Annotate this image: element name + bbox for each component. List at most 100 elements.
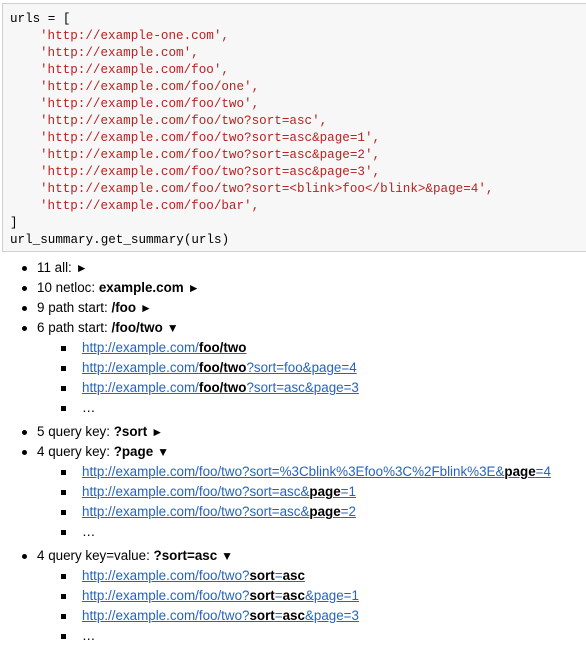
url-highlight: foo/two xyxy=(198,380,247,395)
code-cell[interactable]: urls = [ 'http://example-one.com', 'http:/… xyxy=(2,3,586,252)
string-literal: 'http://example-one.com', xyxy=(40,29,229,43)
group-key: ?sort xyxy=(113,424,148,439)
group-key: example.com xyxy=(98,280,184,295)
group-count: 4 xyxy=(37,444,45,459)
url-item: http://example.com/foo/two?sort=asc&page… xyxy=(60,502,586,522)
url-separator: = xyxy=(274,588,283,603)
url-suffix: &page=1 xyxy=(304,588,359,603)
url-link[interactable]: http://example.com/foo/two?sort=asc&page… xyxy=(82,380,359,395)
more-item: … xyxy=(60,522,586,542)
group-count: 5 xyxy=(37,424,45,439)
url-separator: = xyxy=(274,568,283,583)
code-line: 'http://example.com/foo/two?sort=asc&pag… xyxy=(10,164,493,181)
url-link[interactable]: http://example.com/foo/two?sort=foo&page… xyxy=(82,360,357,375)
string-literal: 'http://example.com/foo/two?sort=asc', xyxy=(40,114,328,128)
group-count: 10 xyxy=(37,280,52,295)
url-prefix: http://example.com/foo/two? xyxy=(82,608,250,623)
url-highlight: page xyxy=(309,484,341,499)
url-highlight: page xyxy=(504,464,536,479)
url-highlight: sort xyxy=(249,608,275,623)
summary-group: 10 netloc: example.com► xyxy=(20,278,586,298)
output-area: 11 all:►10 netloc: example.com►9 path st… xyxy=(0,258,586,650)
code-line: urls = [ xyxy=(10,12,71,26)
more-item: … xyxy=(60,398,586,418)
string-literal: 'http://example.com/foo', xyxy=(40,63,229,77)
url-highlight: sort xyxy=(249,588,275,603)
url-link[interactable]: http://example.com/foo/two?sort=asc xyxy=(82,568,305,583)
code-line: 'http://example-one.com', xyxy=(10,28,493,45)
url-prefix: http://example.com/foo/two?sort=asc& xyxy=(82,484,310,499)
expand-arrow-icon[interactable]: ► xyxy=(151,425,164,439)
string-literal: 'http://example.com/foo/two?sort=asc&pag… xyxy=(40,131,381,145)
group-key: ?sort=asc xyxy=(153,548,218,563)
url-prefix: http://example.com/foo/two?sort=%3Cblink… xyxy=(82,464,505,479)
url-prefix: http://example.com/foo/two? xyxy=(82,568,250,583)
code-line: 'http://example.com/foo/two', xyxy=(10,96,493,113)
url-highlight: asc xyxy=(282,588,305,603)
expand-arrow-icon[interactable]: ► xyxy=(187,281,200,295)
url-highlight: asc xyxy=(282,568,305,583)
url-item: http://example.com/foo/two?sort=%3Cblink… xyxy=(60,462,586,482)
expand-arrow-icon[interactable]: ► xyxy=(140,301,152,315)
group-label: path start: xyxy=(48,320,108,335)
summary-group: 11 all:► xyxy=(20,258,586,278)
string-literal: 'http://example.com/foo/two?sort=<blink>… xyxy=(40,182,494,196)
url-highlight: foo/two xyxy=(198,340,247,355)
group-count: 9 xyxy=(37,300,45,315)
string-literal: 'http://example.com/foo/two', xyxy=(40,97,260,111)
collapse-arrow-icon[interactable]: ▼ xyxy=(166,321,179,335)
group-label: query key: xyxy=(48,444,110,459)
url-prefix: http://example.com/foo/two?sort=asc& xyxy=(82,504,310,519)
string-literal: 'http://example.com/foo/two?sort=asc&pag… xyxy=(40,148,381,162)
url-highlight: page xyxy=(309,504,341,519)
url-link[interactable]: http://example.com/foo/two?sort=%3Cblink… xyxy=(82,464,551,479)
code-line: 'http://example.com/foo/two?sort=asc&pag… xyxy=(10,130,493,147)
url-suffix: =1 xyxy=(340,484,356,499)
url-suffix: &page=3 xyxy=(304,608,359,623)
summary-group: 5 query key: ?sort► xyxy=(20,422,586,442)
url-highlight: sort xyxy=(249,568,275,583)
expand-arrow-icon[interactable]: ► xyxy=(75,261,88,275)
group-count: 6 xyxy=(37,320,45,335)
url-link[interactable]: http://example.com/foo/two?sort=asc&page… xyxy=(82,484,356,499)
url-item: http://example.com/foo/two?sort=asc&page… xyxy=(60,606,586,626)
summary-group: 4 query key=value: ?sort=asc▼http://exam… xyxy=(20,546,586,646)
group-label: path start: xyxy=(48,300,108,315)
group-count: 4 xyxy=(37,548,45,563)
group-label: all: xyxy=(54,260,72,275)
url-suffix: ?sort=foo&page=4 xyxy=(246,360,357,375)
url-link[interactable]: http://example.com/foo/two?sort=asc&page… xyxy=(82,608,359,623)
code-line: 'http://example.com/foo', xyxy=(10,62,493,79)
url-item: http://example.com/foo/two?sort=asc&page… xyxy=(60,482,586,502)
url-link[interactable]: http://example.com/foo/two?sort=asc&page… xyxy=(82,588,359,603)
string-literal: 'http://example.com/foo/bar', xyxy=(40,199,260,213)
url-item: http://example.com/foo/two?sort=asc&page… xyxy=(60,378,586,398)
string-literal: 'http://example.com', xyxy=(40,46,199,60)
summary-group: 6 path start: /foo/two▼ http://example.co… xyxy=(20,318,586,418)
summary-group: 9 path start: /foo► xyxy=(20,298,586,318)
string-literal: 'http://example.com/foo/two?sort=asc&pag… xyxy=(40,165,381,179)
url-link[interactable]: http://example.com/foo/two?sort=asc&page… xyxy=(82,504,356,519)
summary-group: 4 query key: ?page▼http://example.com/fo… xyxy=(20,442,586,542)
more-item: … xyxy=(60,626,586,646)
url-highlight: foo/two xyxy=(198,360,247,375)
url-separator: = xyxy=(274,608,283,623)
group-key: /foo/two xyxy=(111,320,163,335)
collapse-arrow-icon[interactable]: ▼ xyxy=(221,549,234,563)
code-line: 'http://example.com/foo/two?sort=asc&pag… xyxy=(10,147,493,164)
group-label: netloc: xyxy=(55,280,96,295)
group-label: query key: xyxy=(48,424,110,439)
url-prefix: http://example.com/foo/two? xyxy=(82,588,250,603)
group-count: 11 xyxy=(37,260,51,275)
code-line: ] xyxy=(10,216,18,230)
code-line: 'http://example.com/foo/two?sort=<blink>… xyxy=(10,181,493,198)
url-highlight: asc xyxy=(282,608,305,623)
collapse-arrow-icon[interactable]: ▼ xyxy=(157,445,170,459)
url-item: http://example.com/foo/two?sort=foo&page… xyxy=(60,358,586,378)
code-line: 'http://example.com/foo/two?sort=asc', xyxy=(10,113,493,130)
url-item: http://example.com/foo/two xyxy=(60,338,586,358)
url-link[interactable]: http://example.com/foo/two xyxy=(82,340,246,355)
group-key: /foo xyxy=(111,300,137,315)
url-prefix: http://example.com/ xyxy=(82,360,199,375)
